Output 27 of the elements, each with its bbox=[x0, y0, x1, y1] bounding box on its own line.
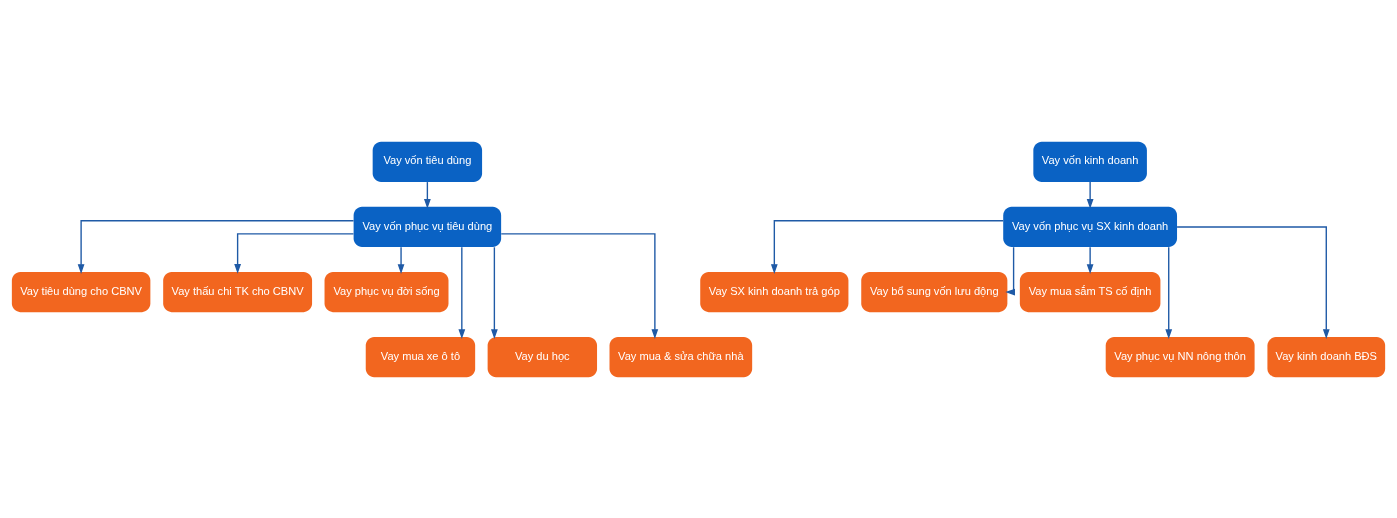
arrow bbox=[1086, 180, 1094, 209]
node-box: Vay du học bbox=[487, 336, 598, 377]
node-box: Vay vốn phục vụ SX kinh doanh bbox=[1003, 206, 1178, 247]
node-box: Vay vốn kinh doanh bbox=[1033, 141, 1147, 182]
arrow bbox=[1005, 246, 1015, 295]
arrow bbox=[770, 219, 1004, 274]
node-box: Vay mua sắm TS cố định bbox=[1019, 271, 1161, 312]
node-box: Vay thấu chi TK cho CBNV bbox=[163, 271, 313, 312]
node-box: Vay mua xe ô tô bbox=[365, 336, 476, 377]
node-box: Vay vốn tiêu dùng bbox=[372, 141, 483, 182]
arrow bbox=[1086, 246, 1094, 274]
node-box: Vay phục vụ NN nông thôn bbox=[1105, 336, 1255, 377]
arrow bbox=[500, 232, 659, 339]
node-box: Vay SX kinh doanh trả góp bbox=[700, 271, 849, 312]
node-box: Vay mua & sửa chữa nhà bbox=[609, 336, 753, 377]
arrow bbox=[234, 232, 355, 274]
node-box: Vay tiêu dùng cho CBNV bbox=[11, 271, 151, 312]
node-box: Vay kinh doanh BĐS bbox=[1267, 336, 1386, 377]
arrow bbox=[490, 246, 498, 339]
arrow bbox=[77, 219, 355, 274]
node-box: Vay phục vụ đời sống bbox=[324, 271, 449, 312]
node-box: Vay vốn phục vụ tiêu dùng bbox=[353, 206, 502, 247]
arrow bbox=[1165, 246, 1173, 339]
arrow bbox=[458, 246, 466, 339]
node-box: Vay bổ sung vốn lưu động bbox=[861, 271, 1008, 312]
arrow bbox=[397, 246, 405, 274]
arrow bbox=[1176, 225, 1330, 339]
